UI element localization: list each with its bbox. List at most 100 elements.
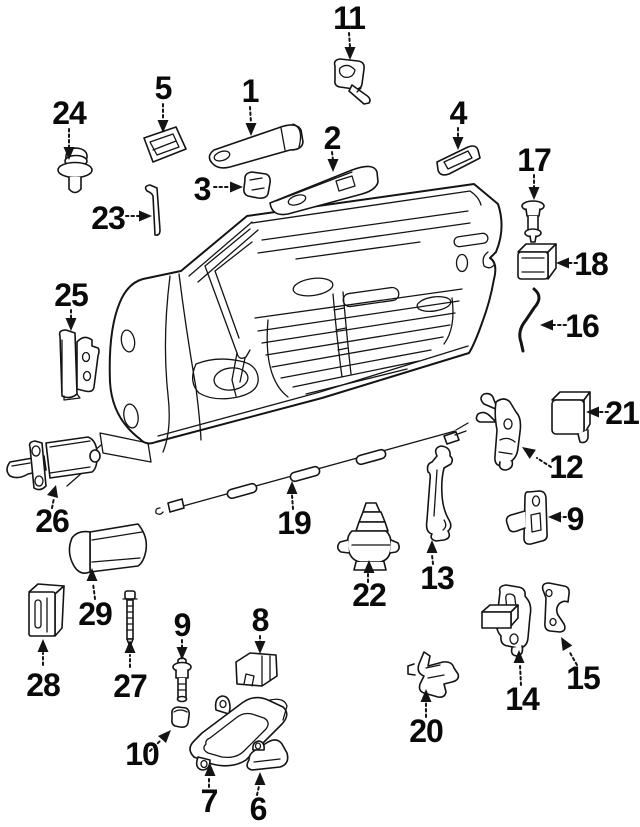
callout-arrow-head (344, 47, 356, 60)
part-lock-actuator[interactable] (336, 502, 400, 571)
part-switch-housing[interactable] (517, 243, 557, 280)
callout-arrow-head (513, 650, 525, 663)
callout-arrow-stem (431, 554, 434, 565)
callout-arrow-head (327, 159, 339, 172)
part-number[interactable]: 28 (26, 667, 61, 703)
part-number[interactable]: 9 (174, 607, 192, 643)
part-control-module[interactable] (551, 391, 591, 444)
part-inside-door-handle[interactable] (189, 695, 288, 771)
callout-arrow-stem (519, 664, 522, 686)
part-number[interactable]: 10 (125, 736, 160, 772)
part-number[interactable]: 17 (517, 142, 552, 178)
callout-9-left: 9 (174, 607, 192, 660)
part-number[interactable]: 16 (565, 308, 600, 344)
part-cable-bracket[interactable] (425, 445, 454, 542)
callout-21: 21 (586, 395, 640, 431)
part-stepped-screw[interactable] (172, 657, 192, 703)
part-clip-nut[interactable] (171, 706, 190, 728)
callout-15: 15 (561, 637, 601, 696)
part-stop-screw[interactable] (521, 200, 545, 243)
callout-arrow-head (37, 639, 49, 652)
callout-arrow-head (561, 637, 573, 651)
callout-arrow-stem (331, 151, 334, 161)
callout-arrow-head (158, 730, 171, 743)
part-door-hinge[interactable] (58, 329, 100, 401)
part-number[interactable]: 22 (352, 577, 387, 613)
part-outside-door-handle[interactable] (208, 123, 304, 169)
callout-7: 7 (201, 763, 219, 819)
part-retainer-clip[interactable] (57, 147, 93, 194)
part-handle-bracket[interactable] (143, 126, 187, 163)
callout-arrow-stem (249, 106, 252, 124)
part-handle-carrier[interactable] (269, 165, 379, 216)
part-number[interactable]: 6 (250, 791, 268, 827)
part-number[interactable]: 15 (566, 660, 601, 696)
part-handle-gasket-plate[interactable] (243, 171, 271, 199)
part-number[interactable]: 8 (252, 602, 270, 638)
part-number[interactable]: 19 (277, 505, 312, 541)
part-link-rod[interactable] (518, 287, 541, 353)
part-number[interactable]: 25 (54, 277, 89, 313)
part-guide-sleeve[interactable] (28, 583, 65, 637)
callout-2: 2 (324, 120, 342, 172)
part-number[interactable]: 7 (201, 783, 219, 819)
part-number[interactable]: 2 (324, 120, 342, 156)
callout-arrow-head (124, 640, 136, 653)
part-striker-bracket[interactable] (481, 584, 532, 657)
callout-arrow-stem (348, 32, 351, 48)
part-number[interactable]: 12 (549, 449, 584, 485)
part-number[interactable]: 3 (194, 171, 212, 207)
part-handle-pad[interactable] (436, 145, 481, 176)
part-number[interactable]: 4 (450, 95, 469, 131)
part-handle-mounting-plate[interactable] (235, 652, 278, 687)
part-number[interactable]: 20 (409, 713, 444, 749)
part-number[interactable]: 26 (35, 503, 70, 539)
callout-29: 29 (78, 568, 113, 632)
callout-arrow-head (363, 560, 375, 573)
part-number[interactable]: 29 (78, 596, 113, 632)
part-lock-cylinder[interactable] (333, 58, 371, 105)
callout-arrow-stem (51, 497, 55, 509)
part-number[interactable]: 13 (420, 560, 455, 596)
callout-arrow-stem (149, 739, 162, 752)
part-door-striker[interactable] (505, 490, 548, 545)
part-number[interactable]: 9 (567, 501, 585, 537)
part-number[interactable]: 21 (605, 395, 640, 431)
part-lock-control-cable[interactable] (155, 422, 469, 515)
callout-arrow-stem (291, 494, 294, 510)
callout-5: 5 (155, 70, 173, 133)
part-number[interactable]: 18 (574, 246, 609, 282)
callout-16: 16 (540, 308, 600, 344)
callout-arrow-head (540, 319, 553, 331)
part-number[interactable]: 27 (113, 668, 148, 704)
part-number[interactable]: 11 (333, 0, 366, 36)
part-lock-rod[interactable] (144, 184, 161, 236)
callout-arrow-head (157, 120, 169, 133)
part-number[interactable]: 24 (52, 95, 88, 131)
part-handle-trim-cover[interactable] (246, 739, 289, 771)
callout-arrow-head (139, 210, 152, 222)
callout-arrow-head (548, 511, 561, 523)
part-impact-pad[interactable] (68, 523, 148, 574)
part-retainer-bracket[interactable] (407, 651, 460, 698)
callout-23: 23 (91, 200, 152, 236)
part-number[interactable]: 1 (242, 73, 260, 109)
callout-1: 1 (242, 73, 260, 136)
part-number[interactable]: 5 (155, 70, 173, 106)
part-door-check-strap[interactable] (6, 436, 101, 491)
callout-3: 3 (194, 171, 243, 207)
callout-arrow-head (86, 568, 98, 581)
callout-arrow-head (65, 318, 77, 331)
part-number[interactable]: 23 (91, 200, 126, 236)
part-number[interactable]: 14 (505, 681, 541, 717)
part-anchor-bracket[interactable] (541, 582, 570, 633)
callout-17: 17 (517, 142, 552, 200)
part-door-lock-latch[interactable] (475, 392, 522, 471)
callout-arrow-stem (568, 650, 578, 666)
callout-24: 24 (52, 95, 88, 160)
callout-22: 22 (352, 560, 387, 613)
callout-20: 20 (409, 689, 444, 749)
part-mounting-bolt[interactable] (122, 590, 138, 648)
callout-arrow-head (176, 647, 188, 660)
callout-arrow-head (254, 641, 266, 654)
